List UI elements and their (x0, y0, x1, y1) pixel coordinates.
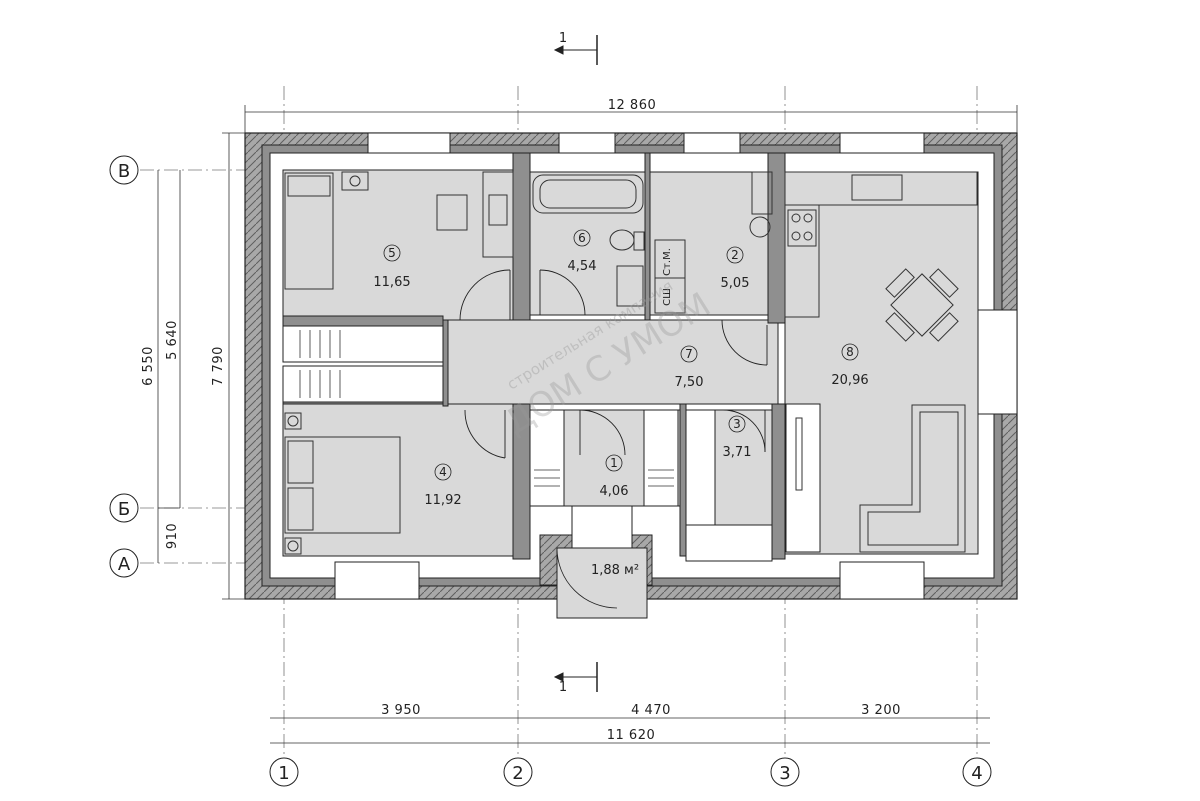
room-7-floor (447, 319, 779, 405)
svg-text:1: 1 (610, 456, 618, 470)
dim-bottom-total: 11 620 (607, 728, 656, 743)
axis-bubbles-vertical (109, 155, 139, 578)
dim-left-outer: 7 790 (211, 346, 226, 386)
room-1-label: 1 4,06 (600, 454, 629, 499)
room-5-area: 11,65 (373, 275, 410, 290)
porch-area: 1,88 м² (591, 563, 639, 578)
door-swings (459, 269, 768, 459)
room-1-area: 4,06 (600, 484, 629, 499)
svg-text:5: 5 (388, 246, 396, 260)
svg-text:8: 8 (846, 345, 854, 359)
dim-left-mid: 6 550 (141, 346, 156, 386)
axis-a: А (118, 554, 131, 575)
room-7-label: 7 7,50 (675, 345, 704, 390)
dim-left-inner: 5 640 (165, 320, 180, 360)
dimension-lines (157, 105, 1018, 744)
appliance-label-1: Ст.М. (662, 248, 673, 276)
room-4-label: 4 11,92 (424, 463, 462, 508)
section-mark-top (553, 35, 598, 65)
axis-1: 1 (278, 763, 289, 784)
axis-2: 2 (512, 763, 523, 784)
room-6-area: 4,54 (568, 259, 597, 274)
svg-text:6: 6 (578, 231, 586, 245)
room-2-label: 2 5,05 (721, 246, 750, 291)
axis-b: Б (118, 499, 130, 520)
room-2-area: 5,05 (721, 276, 750, 291)
section-mark-bottom (553, 662, 598, 692)
room-2-floor (649, 171, 769, 316)
appliance-label-2: СШ (662, 288, 673, 306)
axis-bubbles-horizontal (269, 757, 992, 787)
room-3-label: 3 3,71 (723, 415, 752, 460)
axis-4: 4 (971, 763, 982, 784)
svg-text:7: 7 (685, 347, 693, 361)
windows (334, 132, 1018, 600)
porch: 1,88 м² (539, 505, 653, 619)
dim-bottom-2: 4 470 (631, 703, 671, 718)
room-4-area: 11,92 (424, 493, 461, 508)
room-labels: 5 11,65 6 4,54 2 5,05 7 7,50 8 20,96 3 3… (373, 229, 869, 508)
section-label-top: 1 (559, 31, 567, 46)
svg-text:3: 3 (733, 417, 741, 431)
svg-text:4: 4 (439, 465, 447, 479)
room-7-area: 7,50 (675, 375, 704, 390)
room-5-label: 5 11,65 (373, 244, 411, 290)
axis-v: В (118, 161, 130, 182)
partitions (282, 152, 786, 560)
room-3-floor (714, 409, 773, 526)
room-4-floor (282, 403, 514, 557)
furniture (284, 171, 978, 555)
svg-text:2: 2 (731, 248, 739, 262)
room-3-area: 3,71 (723, 445, 752, 460)
axis-3: 3 (779, 763, 790, 784)
room-8-area: 20,96 (831, 373, 868, 388)
section-label-bottom: 1 (559, 680, 567, 695)
dim-bottom-3: 3 200 (861, 703, 901, 718)
dim-overall-top: 12 860 (608, 98, 657, 113)
dim-left-small: 910 (165, 523, 180, 549)
dim-bottom-1: 3 950 (381, 703, 421, 718)
room-6-label: 6 4,54 (568, 229, 597, 274)
room-8-label: 8 20,96 (831, 343, 869, 388)
